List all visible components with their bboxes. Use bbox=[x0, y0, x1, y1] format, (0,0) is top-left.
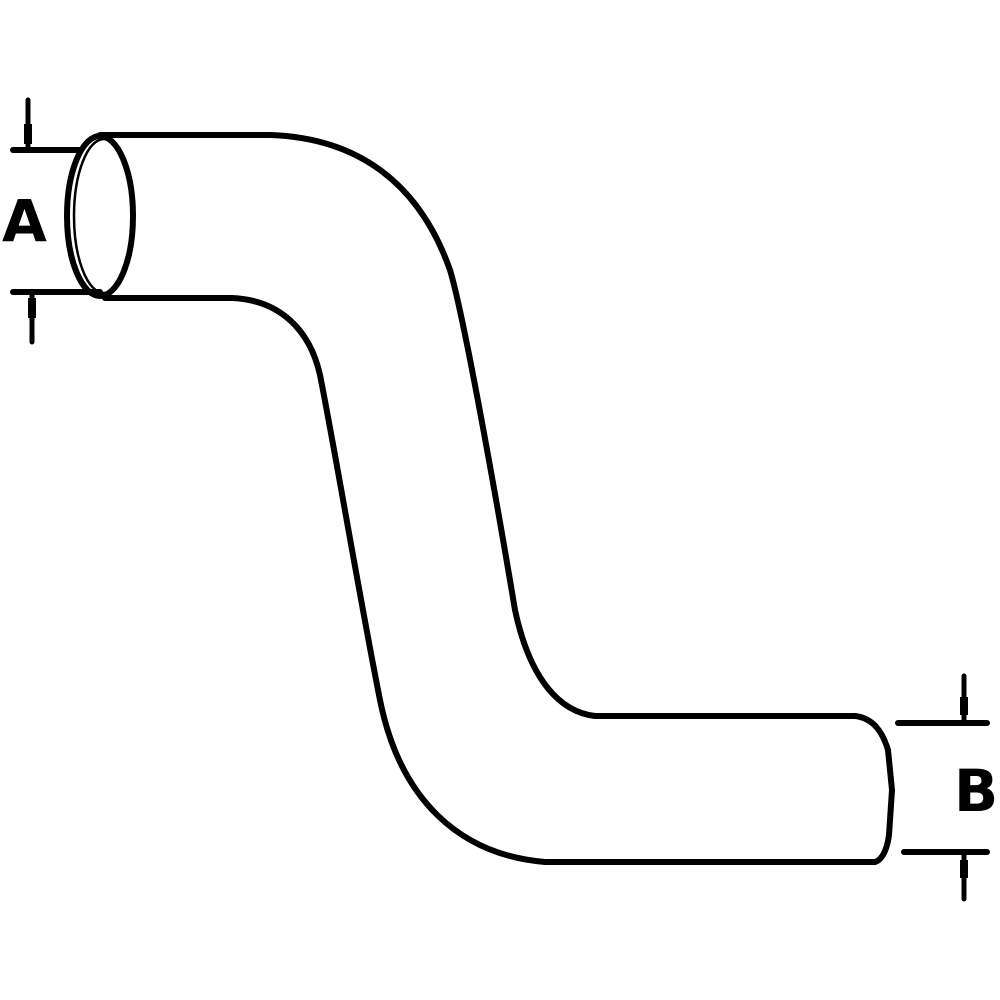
dimension-b-label: B bbox=[954, 757, 999, 825]
hose-inlet-rim bbox=[72, 137, 136, 295]
hose-inner-edge bbox=[102, 295, 878, 865]
hose-outlet-end bbox=[852, 713, 895, 865]
hose-inlet-opening bbox=[64, 133, 136, 299]
dimension-a-label: A bbox=[2, 187, 47, 255]
hose-outer-edge bbox=[97, 132, 858, 719]
dimension-a bbox=[10, 97, 103, 345]
dimension-b bbox=[895, 673, 990, 902]
